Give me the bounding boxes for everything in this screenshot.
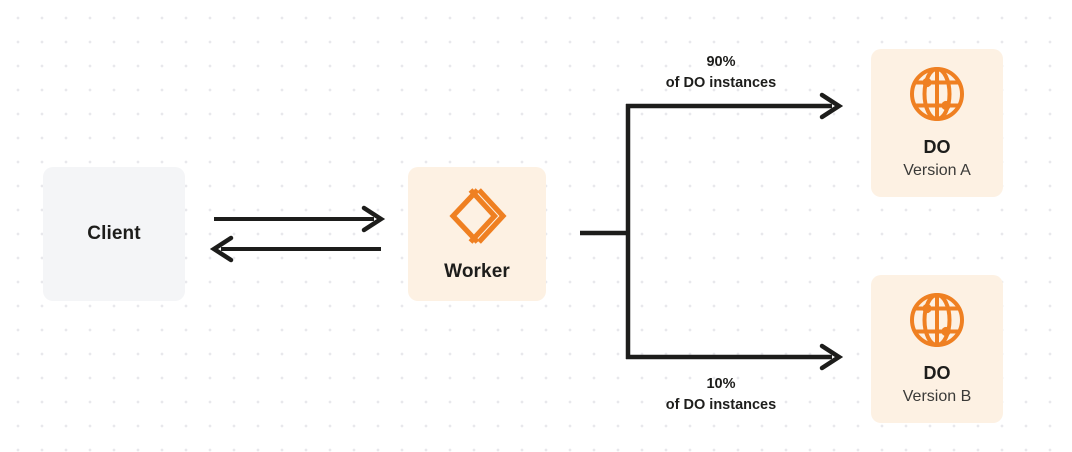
globe-icon [908,65,966,123]
edge-label-do-a: 90% of DO instances [610,52,832,94]
node-do-version-a: DO Version A [871,49,1003,197]
edge-label-do-b-text: of DO instances [665,397,777,414]
node-client: Client [43,167,185,301]
edge-label-do-b: 10% of DO instances [606,374,836,416]
edge-label-do-a-text: of DO instances [665,75,777,92]
cloudflare-workers-icon [446,185,508,247]
arrow-client-to-worker [214,205,386,233]
node-client-label: Client [87,222,141,244]
edge-label-do-b-percent: 10% [706,376,736,392]
globe-icon [908,291,966,349]
arrow-worker-to-do-b [626,343,844,371]
node-do-version-b: DO Version B [871,275,1003,423]
node-worker-label: Worker [444,260,510,282]
arrow-worker-to-do-a [626,92,844,120]
node-do-a-label: DO [923,137,951,157]
edge-label-do-a-percent: 90% [706,54,736,70]
node-do-a-version: Version A [903,162,971,179]
node-do-b-version: Version B [902,388,972,405]
arrow-worker-to-client [209,235,381,263]
node-worker: Worker [408,167,546,301]
node-do-b-label: DO [923,363,951,383]
